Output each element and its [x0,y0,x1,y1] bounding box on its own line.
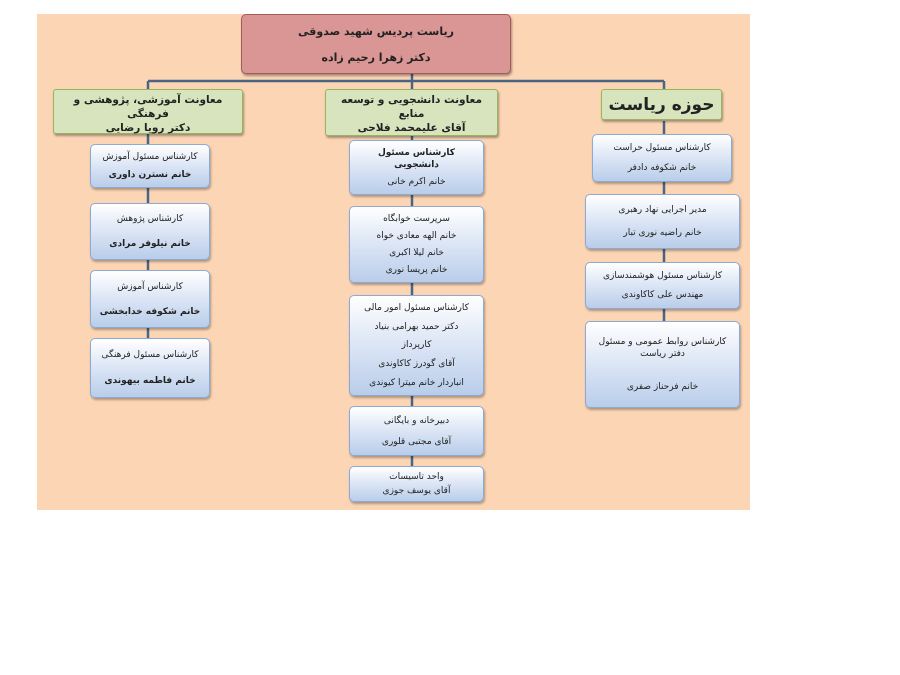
item-line: آقای گودرز کاکاوندی [378,359,455,370]
item-role: کارشناس پژوهش [116,214,184,225]
item-line: سرپرست خوابگاه [383,213,450,224]
item-line: انباردار خانم میترا کیوندی [369,377,464,388]
list-item: کارشناس مسئول هوشمندسازی مهندس علی کاکاو… [585,262,740,309]
item-person: خانم راضیه نوری تبار [623,228,702,239]
item-person: خانم فاطمه بیهوندی [104,376,196,386]
item-person: خانم شکوفه دادفر [627,163,697,173]
right-branch-head: حوزه ریاست [601,89,722,120]
list-item: مدیر اجرایی نهاد رهبری خانم راضیه نوری ت… [585,194,740,249]
root-box: ریاست پردیس شهید صدوقی دکتر زهرا رحیم زا… [241,14,511,74]
left-branch-head: معاونت آموزشی، پژوهشی و فرهنگی دکتر رویا… [53,89,243,134]
list-item: سرپرست خوابگاه خانم الهه معادی خواه خانم… [349,206,484,283]
list-item: دبیرخانه و بایگانی آقای مجتبی قلوری [349,406,484,456]
item-person: خانم فرحناز صفری [626,382,699,393]
right-branch-title: حوزه ریاست [608,94,715,115]
item-role: مدیر اجرایی نهاد رهبری [618,204,707,215]
item-line: واحد تاسیسات [389,472,444,482]
list-item: کارشناس مسئول فرهنگی خانم فاطمه بیهوندی [90,338,210,398]
left-branch-title: معاونت آموزشی، پژوهشی و فرهنگی [73,94,223,120]
root-title: ریاست پردیس شهید صدوقی [298,24,454,38]
item-line: خانم اکرم خانی [387,177,446,188]
item-line: آقای مجتبی قلوری [381,436,452,447]
list-item: کارشناس مسئول امور مالی دکتر حمید بهرامی… [349,295,484,396]
item-line: خانم لیلا اکبری [389,248,444,259]
item-role: کارشناس مسئول فرهنگی [101,350,199,360]
item-line: دبیرخانه و بایگانی [383,415,450,426]
middle-branch-name: آقای علیمحمد فلاحی [357,122,466,134]
middle-branch-title: معاونت دانشجویی و توسعه منابع [341,94,482,120]
item-line: کارپرداز [401,340,432,351]
item-line: کارشناس مسئول امور مالی [364,303,469,314]
root-name: دکتر زهرا رحیم زاده [321,50,431,64]
list-item: کارشناس آموزش خانم شکوفه خدابخشی [90,270,210,328]
item-role: کارشناس مسئول حراست [613,143,711,153]
list-item: واحد تاسیسات آقای یوسف جوزی [349,466,484,502]
item-role: کارشناس مسئول آموزش [102,152,198,162]
list-item: کارشناس مسئول آموزش خانم نسترن داوری [90,144,210,188]
item-person: خانم نیلوفر مرادی [109,238,191,249]
list-item: کارشناس مسئول دانشجویی خانم اکرم خانی [349,140,484,195]
item-line: خانم الهه معادی خواه [376,230,457,241]
item-line: کارشناس مسئول دانشجویی [377,147,456,170]
item-role: کارشناس آموزش [117,281,183,292]
list-item: کارشناس مسئول حراست خانم شکوفه دادفر [592,134,732,182]
item-person: خانم نسترن داوری [108,170,192,180]
item-person: مهندس علی کاکاوندی [621,290,704,301]
item-line: خانم پریسا نوری [385,265,448,276]
item-person: خانم شکوفه خدابخشی [99,306,201,317]
list-item: کارشناس پژوهش خانم نیلوفر مرادی [90,203,210,260]
list-item: کارشناس روابط عمومی و مسئول دفتر ریاست خ… [585,321,740,408]
item-role: کارشناس مسئول هوشمندسازی [602,270,723,281]
item-role: کارشناس روابط عمومی و مسئول دفتر ریاست [598,336,727,359]
middle-branch-head: معاونت دانشجویی و توسعه منابع آقای علیمح… [325,89,498,136]
item-line: آقای یوسف جوزی [382,486,451,496]
org-chart: ریاست پردیس شهید صدوقی دکتر زهرا رحیم زا… [37,14,750,510]
left-branch-name: دکتر رویا رضایی [105,122,191,134]
item-line: دکتر حمید بهرامی بنیاد [374,321,459,332]
